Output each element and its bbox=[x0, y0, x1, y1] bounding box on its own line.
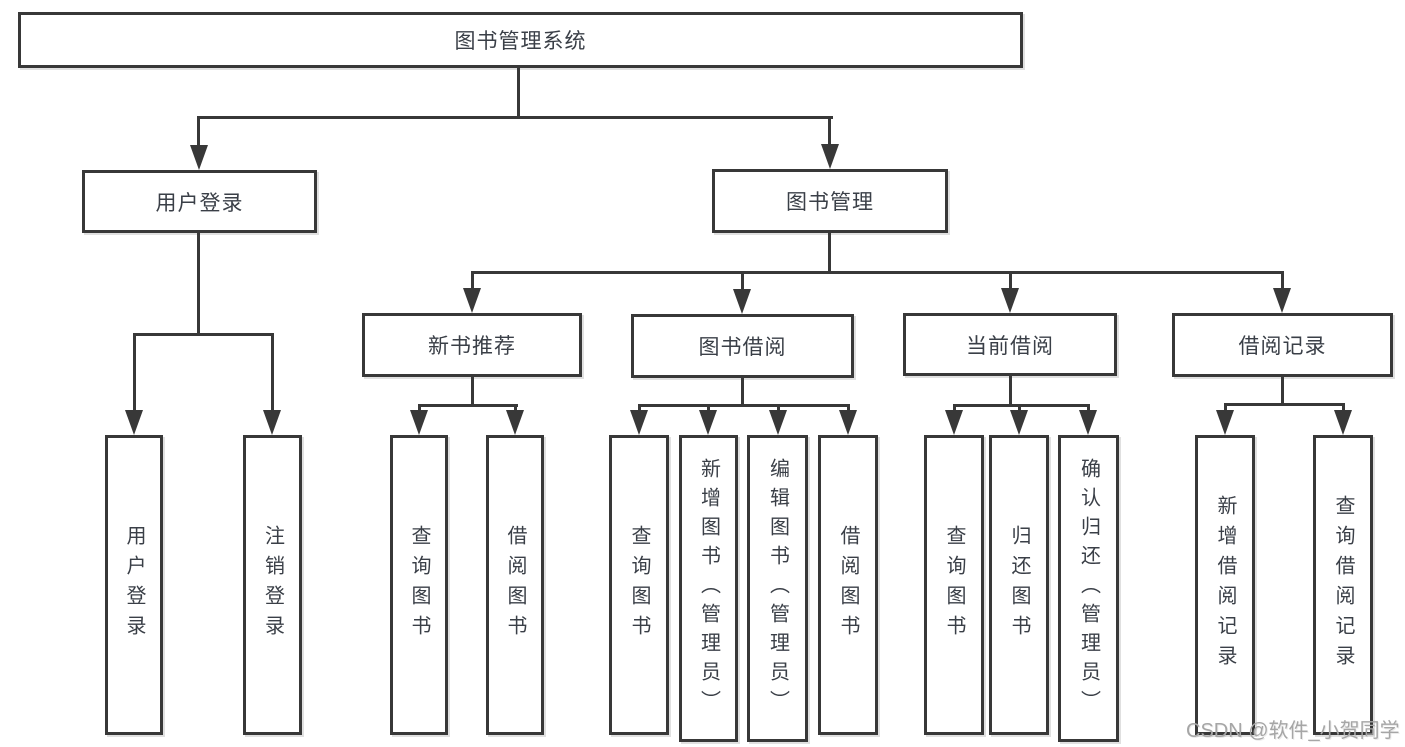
arrow-down-icon bbox=[506, 410, 524, 435]
connector-line bbox=[271, 333, 274, 413]
arrow-down-icon bbox=[190, 145, 208, 170]
leaf-label: 新增借阅记录 bbox=[1214, 495, 1236, 675]
leaf-return-books: 归还图书 bbox=[989, 435, 1049, 735]
connector-line bbox=[1087, 404, 1090, 414]
connector-line bbox=[638, 404, 850, 407]
leaf-label: 编辑图书（管理员） bbox=[766, 458, 789, 719]
connector-line bbox=[847, 404, 850, 414]
leaf-label: 确认归还（管理员） bbox=[1077, 458, 1100, 719]
arrow-down-icon bbox=[1079, 410, 1097, 435]
arrow-down-icon bbox=[630, 410, 648, 435]
leaf-query-books-current: 查询图书 bbox=[924, 435, 984, 735]
connector-line bbox=[517, 68, 520, 119]
leaf-label: 新增图书（管理员） bbox=[697, 458, 720, 719]
watermark: CSDN @软件_小贺同学 bbox=[1186, 720, 1400, 742]
connector-line bbox=[777, 404, 780, 414]
leaf-label: 注销登录 bbox=[261, 525, 284, 645]
connector-line bbox=[418, 404, 421, 414]
connector-line bbox=[197, 116, 200, 148]
arrow-down-icon bbox=[1001, 288, 1019, 313]
arrow-down-icon bbox=[699, 410, 717, 435]
connector-line bbox=[1009, 376, 1012, 407]
connector-line bbox=[471, 377, 474, 407]
leaf-query-books-borrowing: 查询图书 bbox=[609, 435, 669, 735]
connector-line bbox=[953, 404, 956, 414]
leaf-borrow-books-recommend: 借阅图书 bbox=[486, 435, 544, 735]
connector-line bbox=[828, 233, 831, 274]
arrow-down-icon bbox=[821, 144, 839, 169]
arrow-down-icon bbox=[1273, 288, 1291, 313]
connector-line bbox=[514, 404, 517, 414]
connector-line bbox=[1281, 377, 1284, 406]
leaf-add-borrow-record: 新增借阅记录 bbox=[1195, 435, 1255, 735]
connector-line bbox=[1224, 403, 1345, 406]
node-user-login: 用户登录 bbox=[82, 170, 317, 233]
arrow-down-icon bbox=[410, 410, 428, 435]
node-library-management-system: 图书管理系统 bbox=[18, 12, 1023, 68]
leaf-query-books-recommend: 查询图书 bbox=[390, 435, 448, 735]
connector-line bbox=[1009, 271, 1012, 290]
connector-line bbox=[471, 271, 1284, 274]
arrow-down-icon bbox=[1334, 410, 1352, 435]
arrow-down-icon bbox=[263, 410, 281, 435]
connector-line bbox=[1018, 404, 1021, 414]
connector-line bbox=[197, 233, 200, 336]
arrow-down-icon bbox=[945, 410, 963, 435]
arrow-down-icon bbox=[839, 410, 857, 435]
node-book-management: 图书管理 bbox=[712, 169, 948, 233]
arrow-down-icon bbox=[1216, 410, 1234, 435]
leaf-label: 归还图书 bbox=[1008, 525, 1030, 645]
connector-line bbox=[471, 271, 474, 290]
leaf-label: 查询图书 bbox=[628, 525, 650, 645]
leaf-edit-books-admin: 编辑图书（管理员） bbox=[747, 435, 808, 742]
leaf-query-borrow-record: 查询借阅记录 bbox=[1313, 435, 1373, 735]
connector-line bbox=[638, 404, 641, 414]
arrow-down-icon bbox=[733, 289, 751, 314]
node-new-book-recommendation: 新书推荐 bbox=[362, 313, 582, 377]
node-borrowing-records: 借阅记录 bbox=[1172, 313, 1393, 377]
connector-line bbox=[418, 404, 518, 407]
arrow-down-icon bbox=[1010, 410, 1028, 435]
leaf-label: 用户登录 bbox=[123, 525, 145, 645]
node-book-borrowing: 图书借阅 bbox=[631, 314, 854, 378]
connector-line bbox=[1224, 403, 1227, 414]
leaf-label: 借阅图书 bbox=[504, 525, 526, 645]
connector-line bbox=[707, 404, 710, 414]
connector-line bbox=[1342, 403, 1345, 414]
leaf-label: 查询图书 bbox=[943, 525, 965, 645]
leaf-logout: 注销登录 bbox=[243, 435, 302, 735]
connector-line bbox=[741, 378, 744, 407]
connector-line bbox=[133, 333, 274, 336]
leaf-confirm-return-admin: 确认归还（管理员） bbox=[1058, 435, 1119, 742]
connector-line bbox=[741, 271, 744, 290]
connector-line bbox=[197, 116, 833, 119]
leaf-add-books-admin: 新增图书（管理员） bbox=[679, 435, 738, 742]
connector-line bbox=[828, 116, 831, 148]
connector-line bbox=[133, 333, 136, 413]
leaf-borrow-books-borrowing: 借阅图书 bbox=[818, 435, 878, 735]
arrow-down-icon bbox=[769, 410, 787, 435]
leaf-user-login: 用户登录 bbox=[105, 435, 163, 735]
connector-line bbox=[1281, 271, 1284, 290]
connector-line bbox=[953, 404, 1090, 407]
leaf-label: 查询借阅记录 bbox=[1332, 495, 1354, 675]
arrow-down-icon bbox=[125, 410, 143, 435]
node-current-borrowing: 当前借阅 bbox=[903, 313, 1117, 376]
leaf-label: 查询图书 bbox=[408, 525, 430, 645]
arrow-down-icon bbox=[463, 288, 481, 313]
leaf-label: 借阅图书 bbox=[837, 525, 859, 645]
